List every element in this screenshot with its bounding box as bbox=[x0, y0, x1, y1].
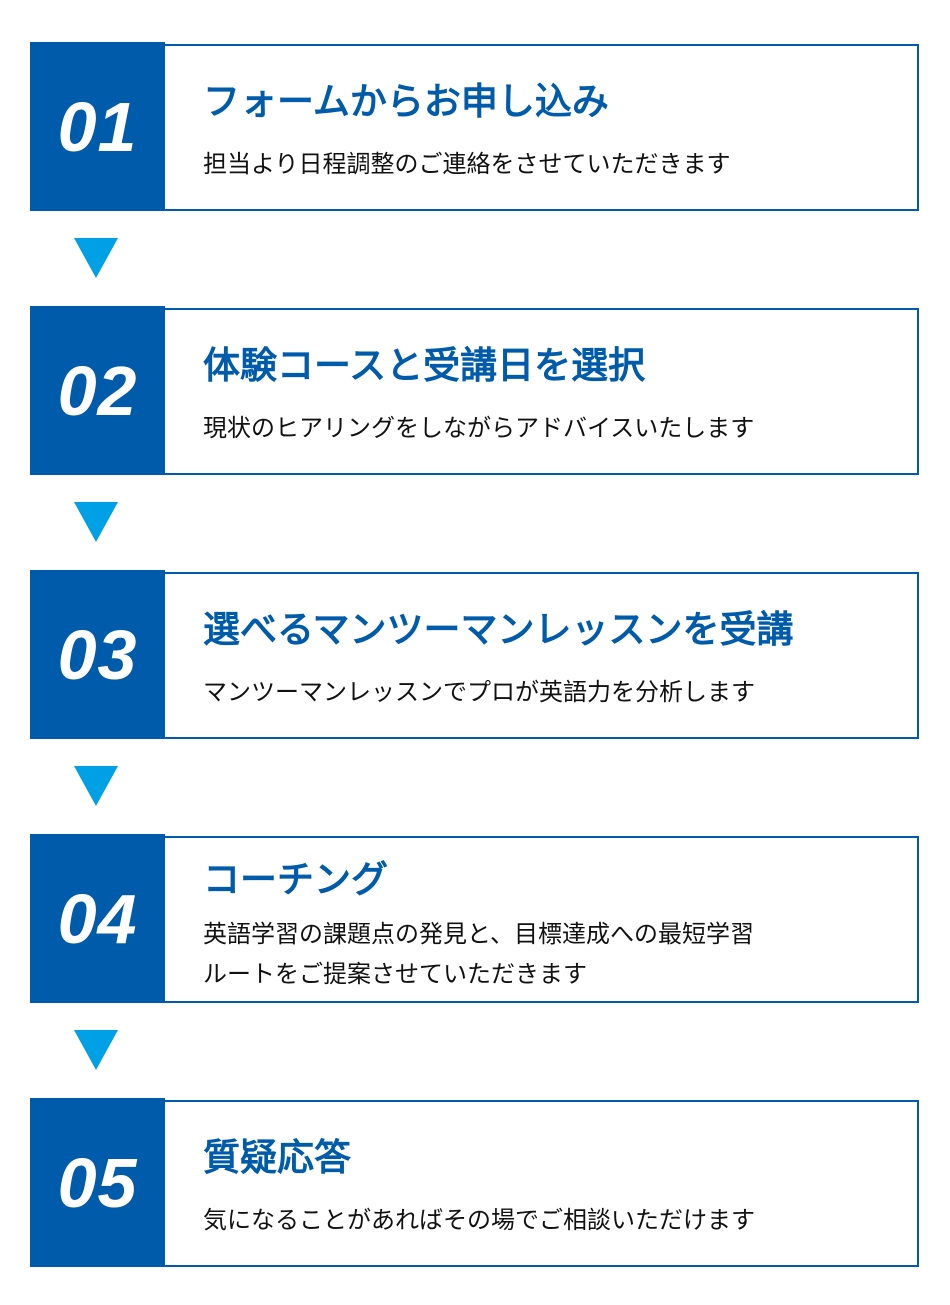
step-title: フォームからお申し込み bbox=[203, 80, 609, 123]
step-4: 04 コーチング 英語学習の課題点の発見と、目標達成への最短学習 ルートをご提案… bbox=[30, 834, 919, 1003]
step-3: 03 選べるマンツーマンレッスンを受講 マンツーマンレッスンでプロが英語力を分析… bbox=[30, 570, 919, 739]
step-card: 体験コースと受講日を選択 現状のヒアリングをしながらアドバイスいたします bbox=[165, 308, 919, 475]
down-arrow-icon bbox=[74, 502, 118, 542]
step-description-line: 英語学習の課題点の発見と、目標達成への最短学習 bbox=[203, 920, 755, 948]
step-number: 02 bbox=[30, 306, 165, 475]
step-description: 気になることがあればその場でご相談いただけます bbox=[203, 1206, 755, 1234]
step-title: 選べるマンツーマンレッスンを受講 bbox=[203, 608, 794, 651]
step-description: 担当より日程調整のご連絡をさせていただきます bbox=[203, 150, 731, 178]
step-1: 01 フォームからお申し込み 担当より日程調整のご連絡をさせていただきます bbox=[30, 42, 919, 211]
step-card: 選べるマンツーマンレッスンを受講 マンツーマンレッスンでプロが英語力を分析します bbox=[165, 572, 919, 739]
step-description: 英語学習の課題点の発見と、目標達成への最短学習 ルートをご提案させていただきます bbox=[203, 914, 754, 994]
step-card: コーチング 英語学習の課題点の発見と、目標達成への最短学習 ルートをご提案させて… bbox=[165, 836, 919, 1003]
step-5: 05 質疑応答 気になることがあればその場でご相談いただけます bbox=[30, 1098, 919, 1267]
step-title: 体験コースと受講日を選択 bbox=[203, 344, 646, 387]
step-title: 質疑応答 bbox=[203, 1136, 351, 1179]
step-card: 質疑応答 気になることがあればその場でご相談いただけます bbox=[165, 1100, 919, 1267]
down-arrow-icon bbox=[74, 1030, 118, 1070]
down-arrow-icon bbox=[74, 766, 118, 806]
step-number: 03 bbox=[30, 570, 165, 739]
step-title: コーチング bbox=[203, 858, 388, 901]
step-description: 現状のヒアリングをしながらアドバイスいたします bbox=[203, 414, 755, 442]
step-2: 02 体験コースと受講日を選択 現状のヒアリングをしながらアドバイスいたします bbox=[30, 306, 919, 475]
step-card: フォームからお申し込み 担当より日程調整のご連絡をさせていただきます bbox=[165, 44, 919, 211]
step-number: 05 bbox=[30, 1098, 165, 1267]
step-description-line: ルートをご提案させていただきます bbox=[203, 960, 587, 988]
step-number: 01 bbox=[30, 42, 165, 211]
down-arrow-icon bbox=[74, 238, 118, 278]
step-number: 04 bbox=[30, 834, 165, 1003]
step-description: マンツーマンレッスンでプロが英語力を分析します bbox=[203, 678, 755, 706]
